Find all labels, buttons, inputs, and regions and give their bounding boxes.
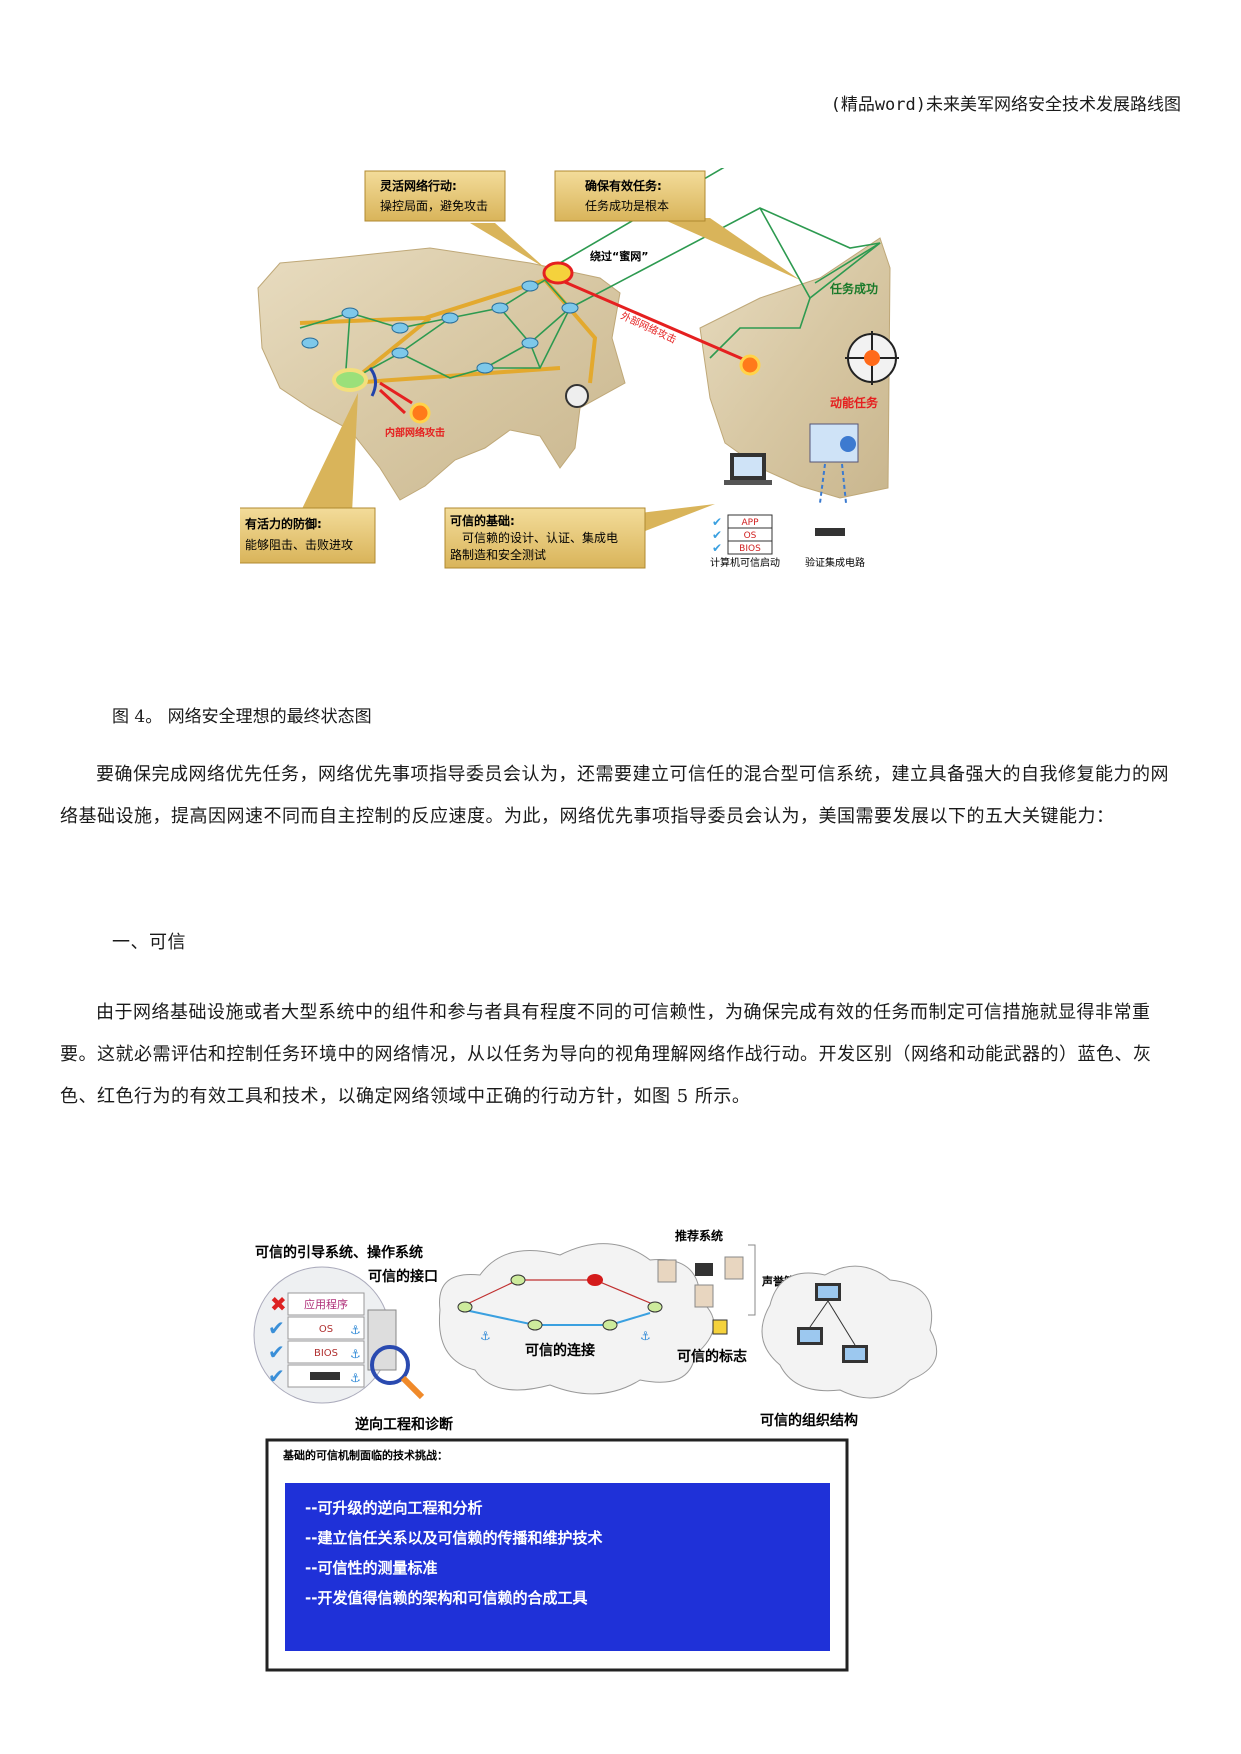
external-attacker-icon [739, 354, 761, 376]
svg-text:⚓: ⚓ [480, 1329, 491, 1343]
reverse-engineering-label: 逆向工程和诊断 [355, 1416, 453, 1433]
figure-network-security-end-state: APP OS BIOS ✔✔✔ 灵活网络行动: 操控局面，避免攻击 确保有效任务… [240, 168, 899, 569]
svg-text:路制造和安全测试: 路制造和安全测试 [450, 547, 546, 562]
stack-bios: BIOS [314, 1348, 338, 1359]
challenge-item: --可升级的逆向工程和分析 [305, 1499, 482, 1517]
callout-mission: 确保有效任务: 任务成功是根本 [554, 170, 800, 280]
challenge-item: --建立信任关系以及可信赖的传播和维护技术 [305, 1529, 602, 1547]
org-label: 可信的组织结构 [760, 1412, 858, 1429]
chip-icon [310, 1372, 340, 1380]
challenge-list-bg [285, 1483, 830, 1651]
paragraph-2: 由于网络基础设施或者大型系统中的组件和参与者具有程度不同的可信赖性，为确保完成有… [60, 1002, 1152, 1107]
surveillance-icon [565, 384, 589, 408]
challenge-item: --可信性的测量标准 [305, 1559, 437, 1577]
stack-app-label: APP [741, 518, 759, 528]
connection-label: 可信的连接 [525, 1342, 595, 1359]
svg-text:操控局面，避免攻击: 操控局面，避免攻击 [380, 198, 488, 213]
network-nodes [457, 1274, 663, 1331]
interface-label: 可信的接口 [368, 1268, 438, 1285]
figure-trust-mechanisms: 可信的引导系统、操作系统 应用程序 OS BIOS ✖ ✔✔✔ ⚓⚓⚓ 可信的接… [253, 1228, 938, 1672]
internal-attacker-icon [409, 402, 431, 424]
stack-application: 应用程序 [304, 1297, 348, 1311]
svg-text:✔: ✔ [712, 515, 722, 529]
internal-attack-label: 内部网络攻击 [385, 426, 445, 439]
svg-text:有活力的防御:: 有活力的防御: [245, 516, 322, 531]
cloud-org [761, 1265, 938, 1399]
trusted-boot-label: 计算机可信启动 [710, 556, 780, 569]
user-icons [657, 1256, 744, 1308]
svg-text:✔: ✔ [712, 528, 722, 542]
figure-4-caption: 图 4。 网络安全理想的最终状态图 [112, 707, 372, 727]
svg-text:确保有效任务:: 确保有效任务: [585, 178, 662, 193]
svg-text:任务成功是根本: 任务成功是根本 [585, 198, 669, 213]
stack-os: OS [319, 1324, 333, 1335]
svg-text:✔: ✔ [268, 1340, 285, 1364]
mission-success-label: 任务成功 [829, 281, 878, 296]
svg-text:可信赖的设计、认证、集成电: 可信赖的设计、认证、集成电 [462, 530, 618, 545]
svg-text:✔: ✔ [712, 541, 722, 555]
callout-agile: 灵活网络行动: 操控局面，避免攻击 [364, 170, 545, 268]
globe-icon [840, 436, 856, 452]
svg-text:⚓: ⚓ [350, 1347, 361, 1361]
chip-icon [815, 528, 845, 536]
honeynet-node [542, 261, 574, 285]
svg-text:可信的基础:: 可信的基础: [450, 513, 515, 528]
verify-ic-label: 验证集成电路 [805, 556, 865, 569]
stack-bios [727, 540, 773, 555]
target-icon [845, 331, 899, 385]
svg-text:⚓: ⚓ [350, 1371, 361, 1385]
x-mark-icon: ✖ [270, 1292, 287, 1316]
factory-icon [809, 423, 859, 463]
paragraph-1: 要确保完成网络优先任务，网络优先事项指导委员会认为，还需要建立可信任的混合型可信… [60, 764, 1169, 827]
router-nodes [301, 280, 579, 374]
challenge-item: --开发值得信赖的架构和可信赖的合成工具 [305, 1589, 587, 1607]
shield-icon [368, 367, 377, 397]
check-icons: ✔✔✔ [712, 515, 722, 555]
magnifier-icon [370, 1345, 410, 1385]
untrusted-node [587, 1274, 603, 1286]
svg-text:能够阻击、击败进攻: 能够阻击、击败进攻 [245, 537, 353, 552]
marker-label: 可信的标志 [677, 1348, 747, 1365]
anchor-icons: ⚓ ⚓ ⚓ [350, 1323, 361, 1385]
stack-bios-label: BIOS [739, 544, 761, 554]
marker-icon [712, 1319, 728, 1335]
honeynet-label: 绕过“蜜网” [590, 249, 648, 263]
callout-trust: 可信的基础: 可信赖的设计、认证、集成电 路制造和安全测试 [444, 504, 715, 569]
svg-text:✔: ✔ [268, 1316, 285, 1340]
attack-arrows [378, 278, 746, 415]
check-icons: ✔✔✔ [268, 1316, 285, 1388]
stack-os-label: OS [744, 531, 757, 541]
callout-defense: 有活力的防御: 能够阻击、击败进攻 [240, 393, 376, 564]
kinetic-mission-label: 动能任务 [830, 395, 879, 410]
document-header: (精品word)未来美军网络安全技术发展路线图 [830, 95, 1181, 115]
svg-text:✔: ✔ [268, 1364, 285, 1388]
challenge-title: 基础的可信机制面临的技术挑战： [282, 1448, 448, 1462]
svg-text:灵活网络行动:: 灵活网络行动: [380, 178, 457, 193]
svg-text:⚓: ⚓ [350, 1323, 361, 1337]
recommend-label: 推荐系统 [675, 1228, 723, 1243]
pc-icon [695, 1263, 713, 1276]
svg-text:⚓: ⚓ [640, 1329, 651, 1343]
section-heading-trust: 一、可信 [112, 932, 186, 953]
defense-node [332, 368, 368, 392]
boot-title: 可信的引导系统、操作系统 [255, 1244, 423, 1261]
